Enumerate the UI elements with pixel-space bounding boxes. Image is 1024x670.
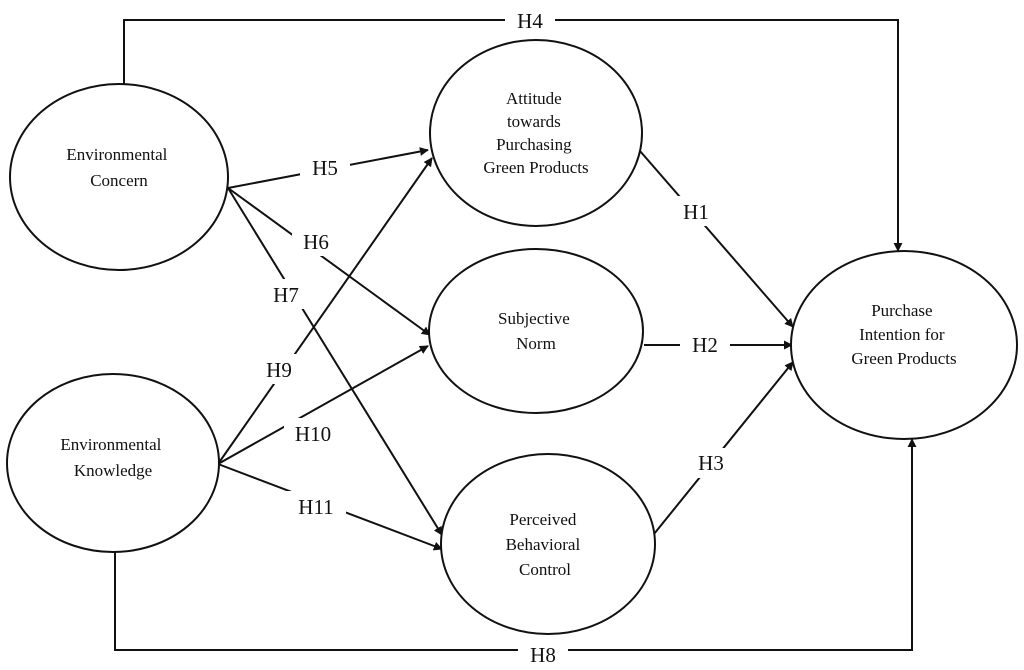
label-h9: H9 bbox=[266, 358, 292, 382]
edge-h2: H2 bbox=[644, 330, 793, 360]
node-purchase-intention: Purchase Intention for Green Products bbox=[790, 250, 1018, 440]
label-h5: H5 bbox=[312, 156, 338, 180]
edge-h3: H3 bbox=[653, 361, 794, 535]
edge-h6: H6 bbox=[227, 187, 431, 336]
node-environmental-knowledge-label: Environmental Knowledge bbox=[60, 435, 165, 480]
node-environmental-concern-label: Environmental Concern bbox=[66, 145, 171, 190]
label-h8: H8 bbox=[530, 643, 556, 667]
label-h10: H10 bbox=[295, 422, 331, 446]
label-h4: H4 bbox=[517, 9, 543, 33]
node-environmental-concern: Environmental Concern bbox=[9, 83, 229, 271]
node-purchase-intention-label: Purchase Intention for Green Products bbox=[851, 301, 956, 368]
label-h11: H11 bbox=[298, 495, 333, 519]
edge-h5: H5 bbox=[227, 147, 429, 189]
label-h7: H7 bbox=[273, 283, 299, 307]
label-h1: H1 bbox=[683, 200, 709, 224]
edge-h11: H11 bbox=[217, 463, 443, 551]
node-subjective-norm-label: Subjective Norm bbox=[498, 309, 574, 353]
edge-h7: H7 bbox=[227, 187, 443, 536]
edge-h4: H4 bbox=[123, 4, 903, 252]
label-h2: H2 bbox=[692, 333, 718, 357]
edge-h8: H8 bbox=[114, 438, 917, 668]
edge-h10: H10 bbox=[217, 345, 429, 465]
node-perceived-behavioral-control: Perceived Behavioral Control bbox=[440, 453, 656, 635]
label-h6: H6 bbox=[303, 230, 329, 254]
edge-h9: H9 bbox=[217, 157, 433, 465]
edge-h1: H1 bbox=[639, 150, 794, 328]
node-attitude-label: Attitude towards Purchasing Green Produc… bbox=[483, 89, 588, 177]
node-environmental-knowledge: Environmental Knowledge bbox=[6, 373, 220, 553]
label-h3: H3 bbox=[698, 451, 724, 475]
node-perceived-behavioral-control-label: Perceived Behavioral Control bbox=[506, 510, 585, 579]
node-subjective-norm: Subjective Norm bbox=[428, 248, 644, 414]
node-attitude: Attitude towards Purchasing Green Produc… bbox=[429, 39, 643, 227]
